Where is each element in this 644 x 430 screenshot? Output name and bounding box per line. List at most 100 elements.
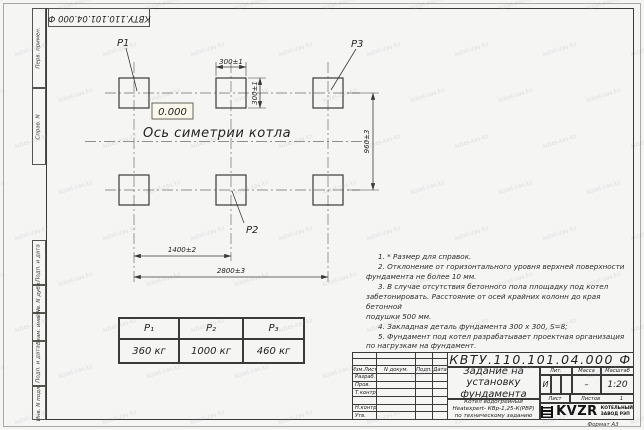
margin-box-inv-dubl: Инв. N дубл. <box>32 281 46 317</box>
note-5: 5. Фундамент под котел разрабатывает про… <box>366 331 625 351</box>
role-cell <box>376 404 415 413</box>
dimension-lines <box>133 64 376 280</box>
top-left-doc-number-stamp: КВТУ.110.101.04.000 Ф <box>48 8 150 27</box>
revision-table: Изм.Лист N докум. Подп. Дата Разраб. Про… <box>352 352 447 420</box>
rev-cell <box>432 359 447 366</box>
technical-notes: 1. * Размер для справок. 2. Отклонение о… <box>366 252 634 351</box>
role-cell <box>415 396 432 405</box>
role-cell <box>432 404 447 413</box>
role-cell <box>415 404 432 413</box>
rev-cell <box>415 352 432 359</box>
level-mark-box <box>151 102 194 120</box>
margin-box-podp-data-2: Подп. и дата <box>32 341 46 386</box>
role-cell <box>432 396 447 405</box>
role-cell <box>376 381 415 390</box>
sheets-value: 1 <box>619 395 624 402</box>
scale-value: 1:20 <box>601 375 634 394</box>
dim-overall: 2800±3 <box>217 267 245 275</box>
role-cell <box>432 389 447 397</box>
margin-box-sprav-n: Справ. N <box>32 88 46 165</box>
kvzr-logo-icon <box>541 405 554 418</box>
role-cell <box>432 381 447 390</box>
product-line-1: Котел водогрейный <box>464 398 523 405</box>
dim-row-pitch: 960±3 <box>363 130 371 154</box>
rev-cell <box>352 352 376 359</box>
load-table: P₁ P₂ P₃ 360 кг 1000 кг 460 кг <box>118 317 305 364</box>
title-block: Изм.Лист N докум. Подп. Дата Разраб. Про… <box>352 352 634 420</box>
note-2: 2. Отклонение от горизонтального уровня … <box>366 261 625 281</box>
load-table-header-p2: P₂ <box>179 318 243 339</box>
lit-value: И <box>540 375 551 394</box>
rev-header-date: Дата <box>432 366 447 374</box>
rev-header-sign: Подп. <box>415 366 432 374</box>
pad-top-right <box>312 77 344 109</box>
mass-header: Масса <box>572 367 601 375</box>
role-cell <box>376 389 415 397</box>
role-cell <box>376 412 415 420</box>
drawing-title: Задание на установку фундамента <box>447 366 540 400</box>
leader-lines <box>125 47 357 224</box>
scale-header: Масштаб <box>601 367 634 375</box>
logo-sub-line-1: КОТЕЛЬНЫЙ <box>600 406 633 411</box>
rev-cell <box>415 359 432 366</box>
role-tkontr: Т.контр <box>352 389 376 397</box>
note-3: 3. В случае отсутствия бетонного пола пл… <box>366 281 609 321</box>
drawing-frame <box>46 8 634 420</box>
center-lines <box>85 62 368 282</box>
page-outer-border <box>3 3 641 427</box>
axis-of-symmetry-label: Ось симетрии котла <box>143 126 291 141</box>
rev-cell <box>376 359 415 366</box>
role-cell <box>376 396 415 405</box>
margin-box-vzam-inv: Взам. инв. N <box>32 309 46 345</box>
sheets-label: Листов <box>580 395 601 402</box>
doc-number: КВТУ.110.101.04.000 Ф <box>447 352 634 367</box>
rev-cell <box>432 352 447 359</box>
role-nkontr: Н.контр <box>352 404 376 413</box>
pad-label-p2: P2 <box>246 225 258 236</box>
product-line-2: Heatexpert- КВр-1,25-К(РВР) <box>452 405 535 412</box>
role-cell <box>432 412 447 420</box>
product-description: Котел водогрейный Heatexpert- КВр-1,25-К… <box>447 399 540 420</box>
role-utv: Утв. <box>352 412 376 420</box>
product-line-3: по техническому заданию <box>454 413 533 420</box>
foundation-pads <box>118 77 344 206</box>
pad-bottom-middle <box>215 174 247 206</box>
lit-header: Лит. <box>540 367 572 375</box>
rev-cell <box>376 352 415 359</box>
load-table-header-p3: P₃ <box>243 318 304 339</box>
kvzr-logo-subtitle: КОТЕЛЬНЫЙ ЗАВОД РЭП <box>601 406 633 417</box>
role-cell <box>415 381 432 390</box>
role-cell <box>376 374 415 382</box>
load-table-value-p3: 460 кг <box>243 339 304 363</box>
rev-header-izm-list: Изм.Лист <box>352 366 376 374</box>
pad-top-middle <box>215 77 247 109</box>
pad-bottom-right <box>312 174 344 206</box>
margin-box-perv-primen: Перв. примен. <box>32 8 46 88</box>
dim-pad-height: 300±1 <box>251 81 259 105</box>
sheet-label: Лист <box>540 394 570 403</box>
dim-col-pitch: 1400±2 <box>168 246 197 254</box>
load-table-value-p2: 1000 кг <box>179 339 243 363</box>
rev-cell <box>352 359 376 366</box>
note-1: 1. * Размер для справок. <box>378 252 472 261</box>
margin-box-podp-data-1: Подп. и дата <box>32 240 46 285</box>
load-table-value-p1: 360 кг <box>119 339 179 363</box>
role-prov: Пров. <box>352 381 376 390</box>
lit-cell-empty <box>551 375 561 394</box>
manufacturer-cell: KVZR КОТЕЛЬНЫЙ ЗАВОД РЭП <box>540 403 634 420</box>
role-cell <box>415 389 432 397</box>
load-table-header-p1: P₁ <box>119 318 179 339</box>
role-cell <box>415 412 432 420</box>
role-razrab: Разраб. <box>352 374 376 382</box>
kvzr-logo-text: KVZR <box>556 404 598 419</box>
mass-value: – <box>572 375 601 394</box>
margin-box-inv-podl: Инв. N подл. <box>32 385 46 421</box>
dim-pad-width: 300±1 <box>219 58 243 66</box>
pad-label-p3: P3 <box>351 39 363 50</box>
lit-cell-empty <box>561 375 572 394</box>
level-mark: 0.000 <box>158 107 187 118</box>
format-note: Формат А3 <box>587 422 619 428</box>
role-cell <box>432 374 447 382</box>
